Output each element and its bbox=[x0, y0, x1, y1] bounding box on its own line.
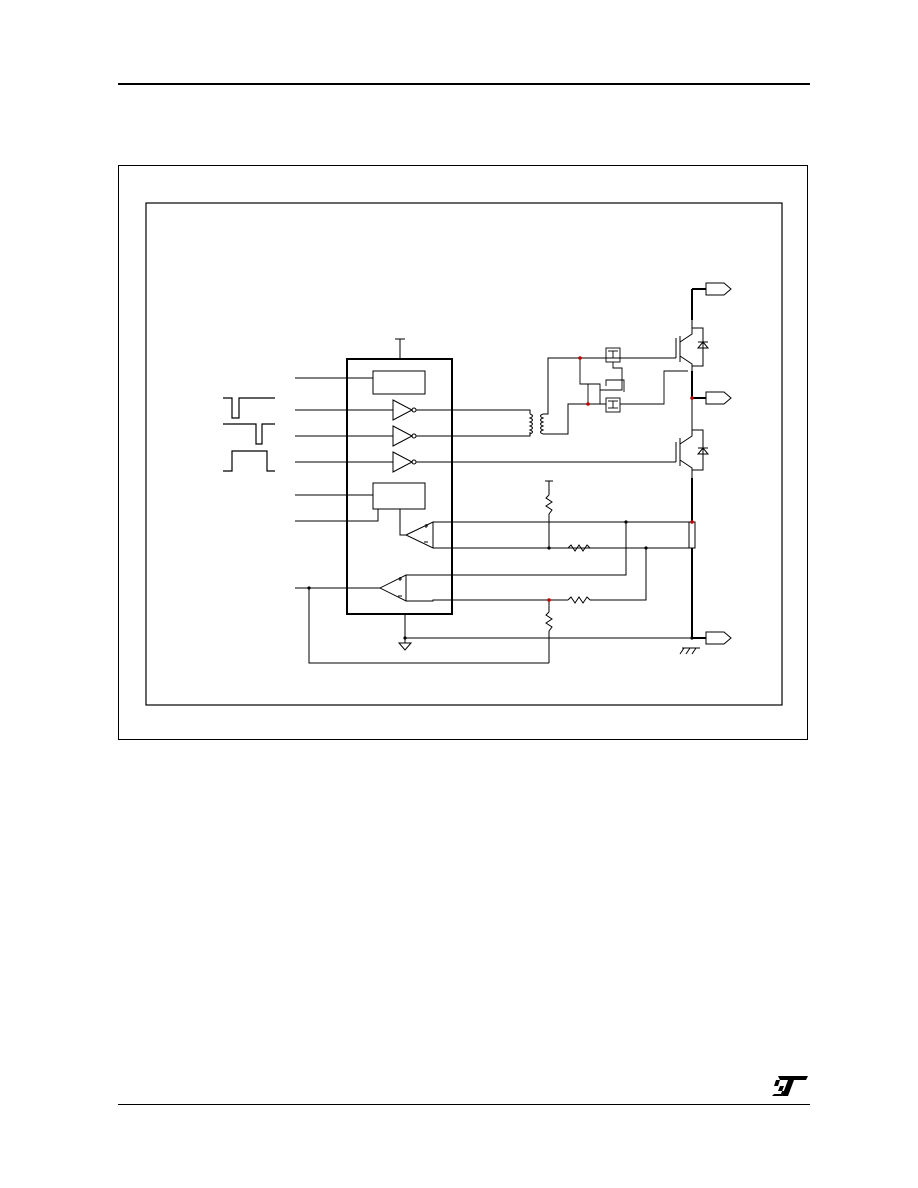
waveform-high-pulse bbox=[223, 450, 275, 472]
pulse-transformer-primary bbox=[528, 413, 533, 435]
freewheel-diode-high bbox=[692, 327, 704, 367]
power-rail bbox=[691, 288, 706, 639]
sense-network-lower bbox=[308, 588, 553, 664]
top-rule bbox=[118, 83, 810, 85]
ground-symbol bbox=[397, 642, 413, 651]
bottom-rule bbox=[118, 1104, 810, 1105]
resistor-vertical-lower bbox=[545, 611, 553, 632]
junction-dots-black bbox=[307, 520, 694, 640]
output-terminal-mid bbox=[705, 391, 732, 405]
buffer-amplifier-2 bbox=[392, 425, 414, 447]
igbt-low-side bbox=[666, 398, 710, 478]
ic-sub-block-logic bbox=[372, 482, 426, 510]
ic-block bbox=[346, 338, 453, 615]
shunt-resistor bbox=[688, 521, 696, 549]
buffer-amplifiers bbox=[392, 399, 417, 473]
resistor-horizontal-lower bbox=[567, 596, 591, 604]
input-lines bbox=[295, 377, 393, 522]
input-waveforms bbox=[223, 397, 275, 472]
waveform-low-pulse-1 bbox=[223, 397, 275, 419]
figure-frame bbox=[118, 165, 808, 740]
output-terminal-top bbox=[705, 282, 732, 296]
freewheel-diode-low bbox=[692, 429, 704, 471]
output-terminal-bottom bbox=[705, 631, 732, 645]
junction-dots bbox=[547, 356, 694, 602]
pulse-transformer-secondary bbox=[540, 413, 545, 435]
inner-frame bbox=[145, 202, 783, 706]
waveform-low-pulse-2 bbox=[223, 423, 275, 445]
comparator-current-sense bbox=[399, 509, 692, 549]
buffer-amplifier-3 bbox=[392, 451, 414, 473]
ground-return bbox=[397, 614, 692, 651]
output-terminals bbox=[705, 282, 732, 645]
mosfet-pair bbox=[579, 347, 688, 413]
transformer-drive bbox=[416, 357, 666, 463]
st-logo-icon bbox=[772, 1076, 808, 1096]
buffer-amplifier-1 bbox=[392, 399, 414, 421]
mosfet-lower bbox=[605, 397, 621, 413]
sense-network-upper bbox=[433, 480, 692, 601]
ic-sub-block-top bbox=[372, 370, 426, 395]
resistor-vertical-upper bbox=[545, 494, 553, 515]
igbt-high-side bbox=[666, 320, 710, 371]
comparator-feedback bbox=[295, 574, 591, 604]
resistor-horizontal-upper bbox=[567, 544, 591, 552]
chassis-ground-icon bbox=[679, 647, 700, 655]
